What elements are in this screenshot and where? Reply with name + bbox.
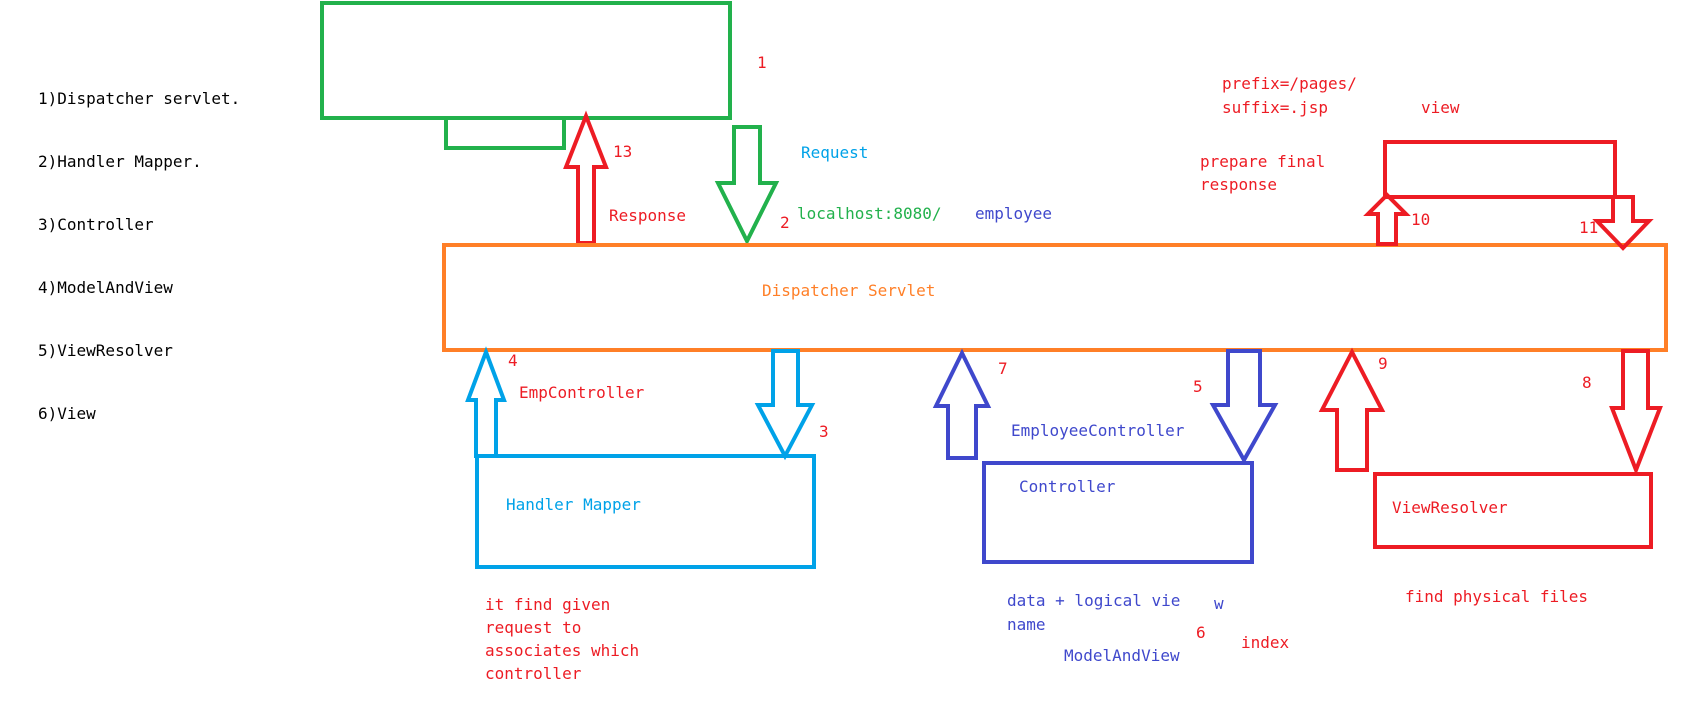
step-number: 3 [819, 422, 829, 441]
controller-box [982, 461, 1254, 564]
client-box [320, 1, 732, 120]
step-number: 8 [1582, 373, 1592, 392]
legend-list: 1)Dispatcher servlet. 2)Handler Mapper. … [38, 46, 240, 466]
request-arrow [714, 125, 780, 246]
legend-item: 6)View [38, 404, 96, 423]
arrow-3-down [754, 349, 816, 461]
suffix-label: suffix=.jsp [1222, 98, 1328, 117]
step-number: 6 [1196, 623, 1206, 642]
step-number: 2 [780, 213, 790, 232]
legend-item: 5)ViewResolver [38, 341, 173, 360]
step-number: 10 [1411, 210, 1431, 229]
step-number: 1 [757, 53, 767, 72]
handler-mapper-title: Handler Mapper [506, 495, 641, 514]
model-and-view-label: ModelAndView [1064, 646, 1180, 665]
prefix-label: prefix=/pages/ [1222, 74, 1357, 93]
view-resolver-box [1373, 472, 1653, 549]
dispatcher-servlet-title: Dispatcher Servlet [762, 281, 936, 300]
response-label: Response [609, 206, 687, 225]
handler-note-line: associates which [485, 641, 640, 660]
data-logical-label: data + logical vie [1007, 591, 1181, 610]
legend-item: 3)Controller [38, 215, 154, 234]
response-word-label: response [1200, 175, 1278, 194]
arrow-5-down [1209, 349, 1279, 465]
arrow-10-up [1363, 192, 1411, 246]
view-label: view [1421, 98, 1460, 117]
arrow-9-up [1318, 347, 1386, 472]
dispatcher-servlet-box [442, 243, 1668, 352]
legend-item: 4)ModelAndView [38, 278, 173, 297]
step-number: 11 [1579, 218, 1599, 237]
step-number: 4 [508, 351, 518, 370]
handler-note-line: controller [485, 664, 582, 683]
emp-controller-label: EmpController [519, 383, 645, 402]
prepare-final-label: prepare final [1200, 152, 1326, 171]
step-number: 5 [1193, 377, 1203, 396]
controller-title: Controller [1019, 477, 1116, 496]
arrow-7-up [932, 348, 992, 460]
handler-note-line: it find given [485, 595, 611, 614]
request-label: Request [801, 143, 869, 162]
arrow-8-down [1609, 349, 1663, 476]
find-physical-label: find physical files [1405, 587, 1589, 606]
response-arrow [563, 110, 609, 245]
arrow-11-down [1592, 195, 1654, 251]
employee-controller-label: EmployeeController [1011, 421, 1185, 440]
handler-mapper-box [475, 454, 816, 569]
index-label: index [1241, 633, 1290, 652]
legend-item: 2)Handler Mapper. [38, 152, 202, 171]
view-box [1383, 140, 1617, 199]
url-path-label: employee [975, 204, 1053, 223]
legend-item: 1)Dispatcher servlet. [38, 89, 241, 108]
step-number: 9 [1378, 354, 1388, 373]
client-box-tab [444, 116, 566, 150]
step-number: 13 [613, 142, 633, 161]
step-number: 7 [998, 359, 1008, 378]
handler-note-line: request to [485, 618, 582, 637]
url-host-label: localhost:8080/ [797, 204, 942, 223]
name-label: name [1007, 615, 1046, 634]
view-resolver-title: ViewResolver [1392, 498, 1508, 517]
arrow-4-up [465, 346, 507, 458]
data-logical-w-label: w [1214, 594, 1224, 613]
